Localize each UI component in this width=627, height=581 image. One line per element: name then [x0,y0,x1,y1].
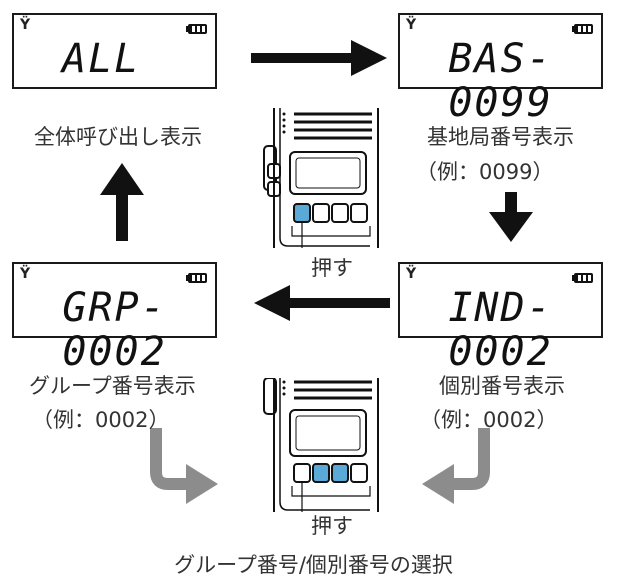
lcd-display-individual: Ÿ IND-0002 [398,262,603,374]
caption-group-example: （例：0002） [32,408,170,432]
caption-press-bottom: 押す [311,514,353,538]
lcd-display-base-station: Ÿ BAS-0099 [398,13,603,125]
battery-icon [572,24,593,34]
antenna-icon: Ÿ [406,266,417,282]
caption-individual-example: （例：0002） [420,408,558,432]
radio-illustration-bottom [263,378,379,512]
antenna-icon: Ÿ [20,17,31,33]
caption-press-top: 押す [311,256,353,280]
caption-group: グループ番号表示 [29,374,196,398]
caption-all-call: 全体呼び出し表示 [34,125,202,149]
caption-base-example: （例：0099） [416,160,554,184]
battery-icon [186,24,207,34]
display-text-group: GRP-0002 [62,285,167,375]
battery-icon [572,273,593,283]
arrow-icon-up [100,163,144,241]
footer-title: グループ番号/個別番号の選択 [174,553,453,577]
antenna-icon: Ÿ [20,266,31,282]
arrow-icon-down [489,192,533,242]
display-text-individual: IND-0002 [448,285,553,375]
antenna-icon: Ÿ [406,17,417,33]
lcd-display-group: Ÿ GRP-0002 [12,262,217,374]
caption-individual: 個別番号表示 [439,374,565,398]
arrow-icon-right [251,40,387,76]
arrow-icon-curved-right [150,428,218,504]
lcd-display-all: Ÿ ALL [12,13,217,89]
display-text-base-station: BAS-0099 [448,36,553,126]
caption-base-station: 基地局番号表示 [427,125,574,149]
arrow-icon-left [254,285,390,321]
radio-illustration-top [263,108,379,248]
battery-icon [186,273,207,283]
display-text-all: ALL [62,36,141,82]
arrow-icon-curved-left [422,428,490,504]
